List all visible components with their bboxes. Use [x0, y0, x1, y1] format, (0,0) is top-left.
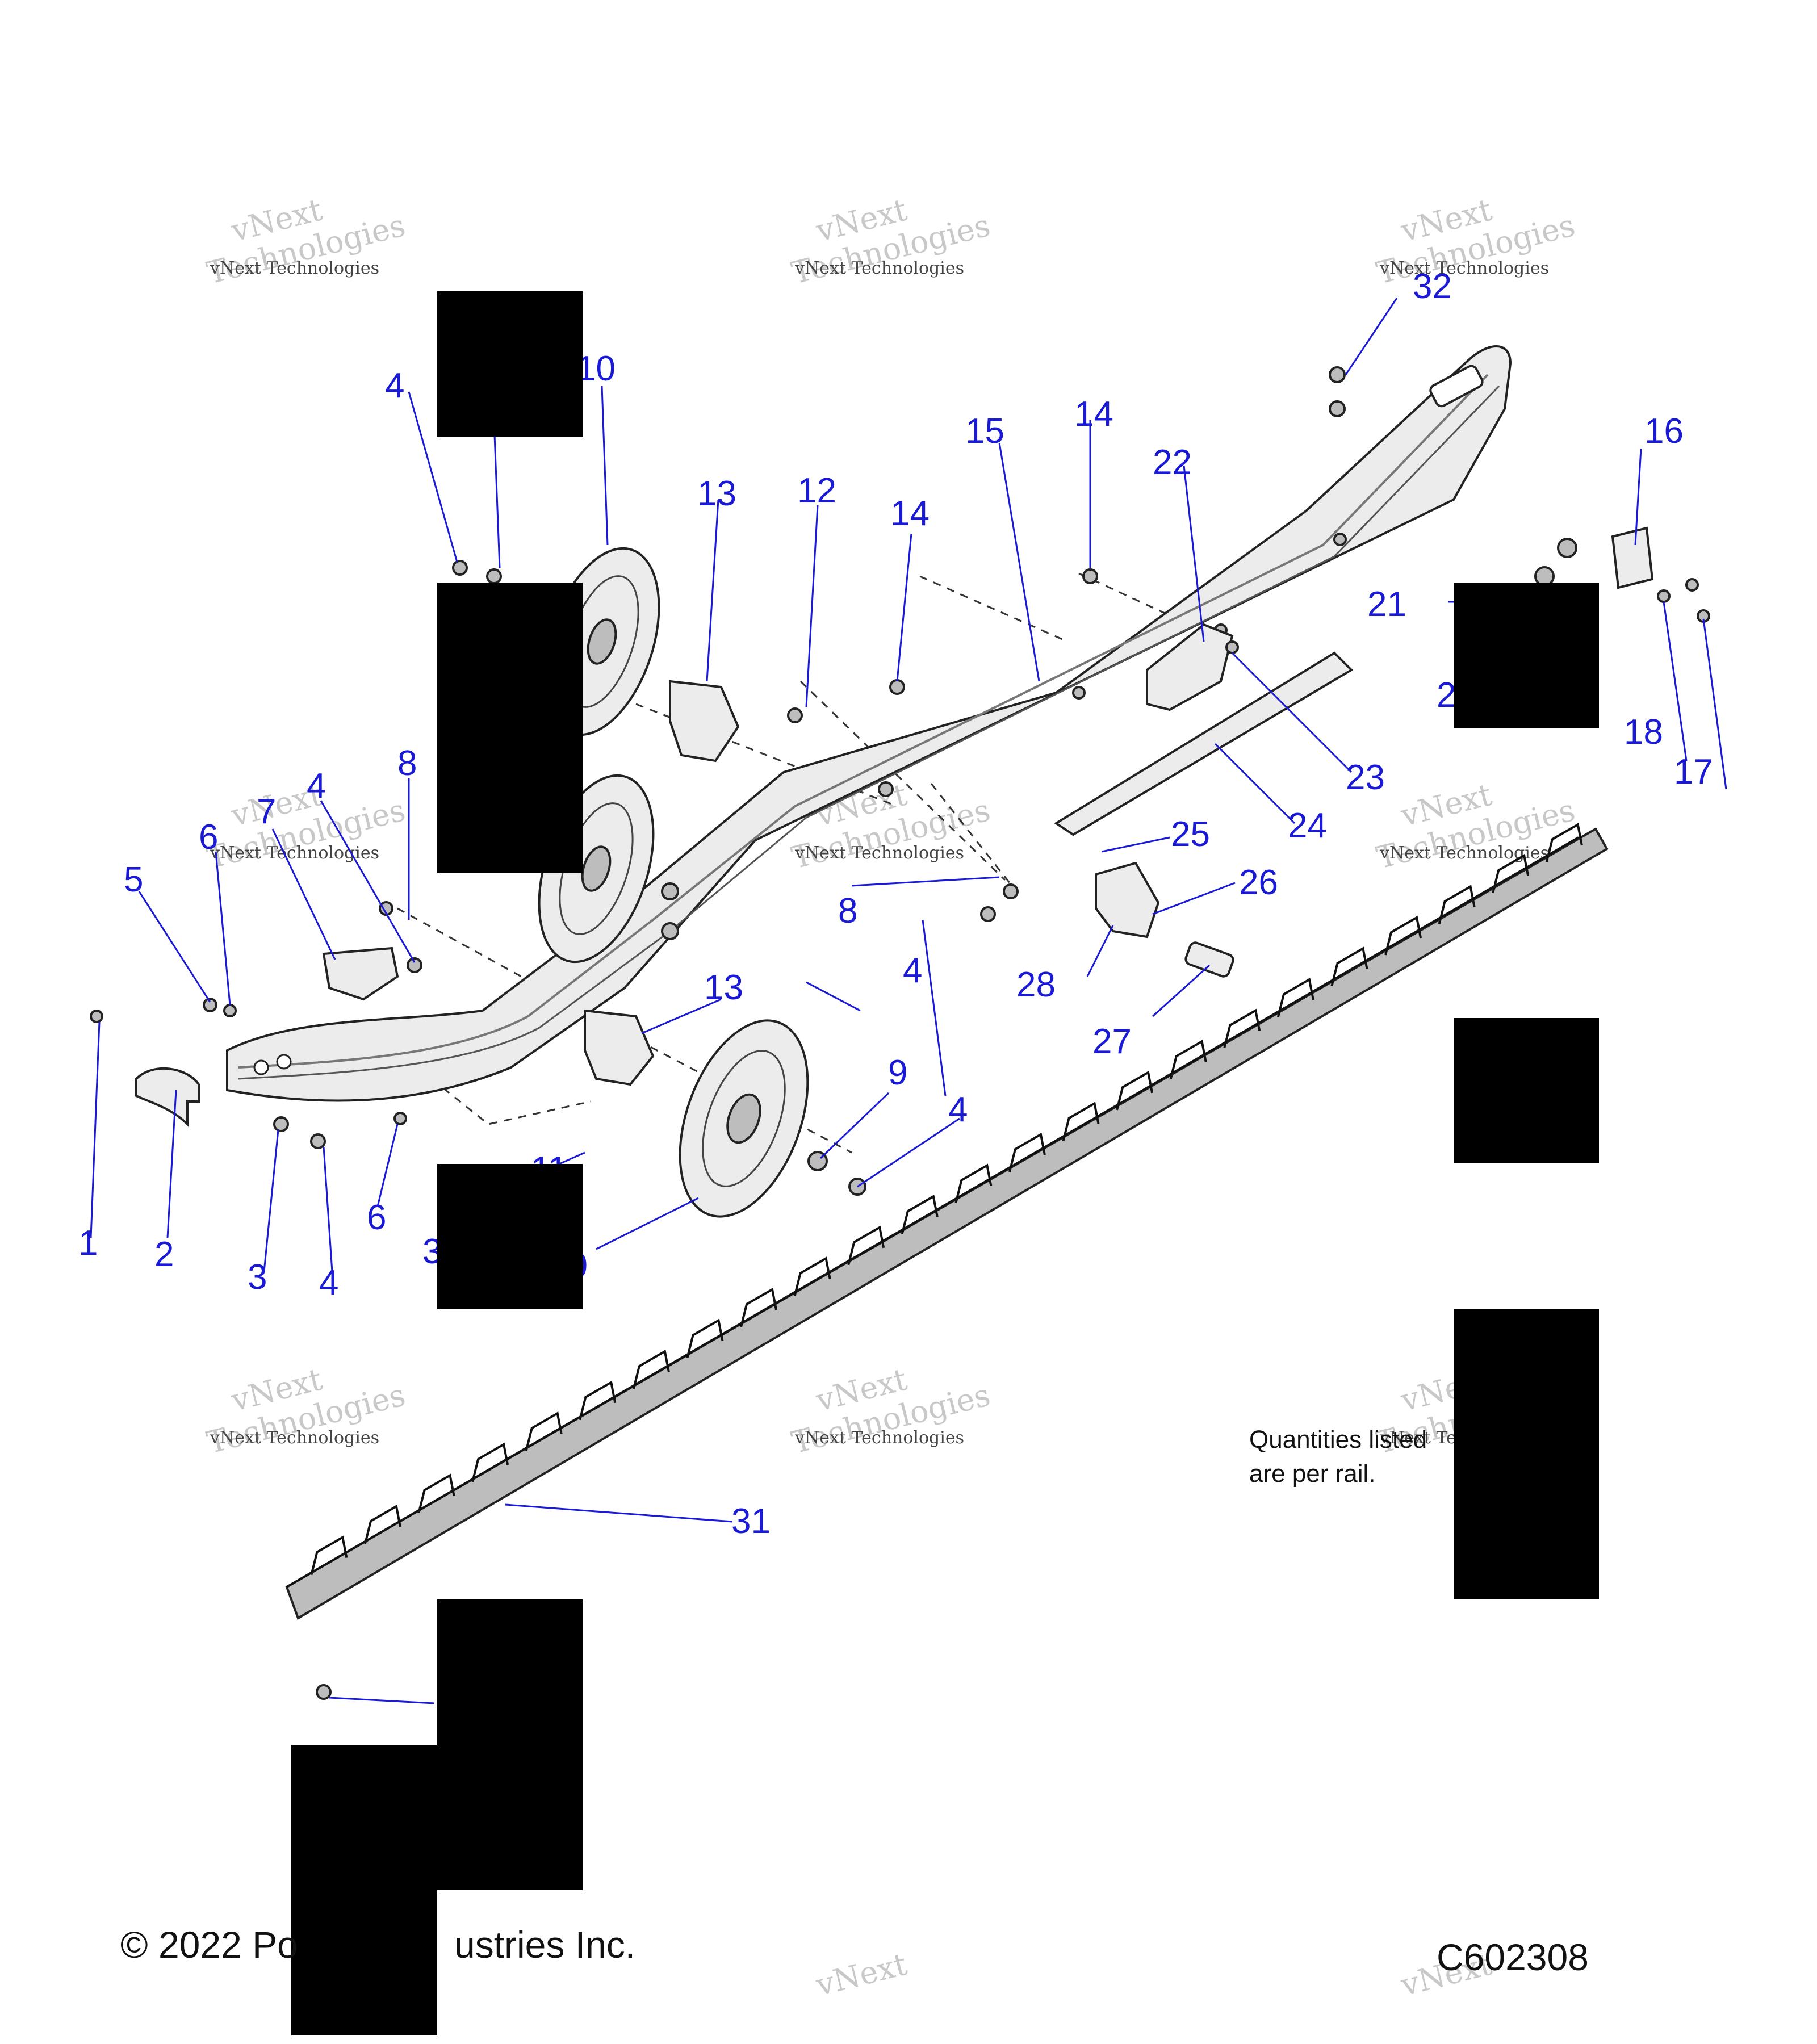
redaction-block: [437, 291, 583, 437]
redaction-block: [437, 1599, 583, 1890]
callout-16: 16: [1644, 412, 1684, 451]
callout-8: 8: [397, 744, 417, 783]
redaction-block: [1454, 1309, 1599, 1599]
callout-22: 22: [1153, 443, 1192, 482]
callout-17: 17: [1674, 752, 1713, 791]
callout-1: 1: [78, 1224, 98, 1263]
watermark: vNext Technologies: [794, 258, 964, 278]
callout-8: 8: [838, 891, 857, 931]
axle-spacer-lower: [584, 1009, 655, 1086]
rail-tip: [135, 1067, 200, 1127]
watermark: vNext Technologies: [210, 1428, 379, 1448]
callout-13: 13: [704, 968, 743, 1007]
watermark: vNext Technologies: [794, 1428, 964, 1448]
callout-5: 5: [124, 860, 143, 899]
watermark: vNext Technologies: [1379, 843, 1549, 863]
callout-31: 31: [731, 1502, 771, 1541]
callout-28: 28: [1016, 965, 1056, 1004]
callout-12: 12: [797, 471, 836, 510]
callout-6: 6: [199, 818, 218, 857]
note-line-1: Quantities listed: [1249, 1426, 1427, 1454]
copyright-text: © 2022 Po: [120, 1924, 298, 1966]
slide: [285, 823, 1609, 1620]
callout-14: 14: [1074, 395, 1113, 434]
callout-21: 21: [1367, 585, 1406, 624]
redaction-blocks: [291, 291, 1599, 2035]
pivot-pin: [1184, 941, 1234, 978]
callout-4: 4: [948, 1090, 968, 1129]
callout-32: 32: [1413, 267, 1452, 306]
callout-25: 25: [1171, 815, 1210, 854]
watermark: vNext Technologies: [210, 258, 379, 278]
callout-6: 6: [367, 1198, 386, 1237]
callout-4: 4: [319, 1263, 338, 1302]
bumper-block: [322, 946, 399, 1001]
redaction-block: [291, 1745, 437, 2035]
callout-23: 23: [1346, 758, 1385, 797]
redaction-block: [1454, 1018, 1599, 1163]
wheel-lower: [679, 1019, 809, 1218]
callout-13: 13: [697, 474, 736, 513]
watermark: vNext Technologies: [1379, 258, 1549, 278]
callout-24: 24: [1288, 806, 1327, 845]
callout-26: 26: [1239, 863, 1278, 902]
drawing-number: C602308: [1437, 1936, 1589, 1978]
callout-18: 18: [1624, 713, 1663, 752]
watermark: vNext: [812, 1946, 911, 2004]
callout-4: 4: [385, 366, 404, 405]
leader-lines: [90, 298, 1727, 1704]
watermark: vNext Technologies: [210, 843, 379, 863]
rail-frame: [226, 345, 1512, 1102]
rail-assembly: [226, 345, 1512, 1102]
redaction-block: [1454, 583, 1599, 728]
footer: © 2022 Po ustries Inc. C602308: [120, 1924, 1589, 1978]
callout-27: 27: [1092, 1022, 1132, 1061]
wear-slider-bracket: [1146, 623, 1234, 711]
callout-14: 14: [890, 494, 930, 533]
limiter-housing: [1095, 861, 1160, 939]
watermark: vNext Technologies: [794, 843, 964, 863]
copyright-text-tail: ustries Inc.: [454, 1924, 635, 1966]
callout-10: 10: [576, 349, 616, 388]
callout-3: 3: [248, 1258, 267, 1297]
callout-4: 4: [307, 767, 326, 806]
callout-7: 7: [257, 792, 276, 831]
callout-2: 2: [154, 1235, 174, 1274]
callout-9: 9: [888, 1053, 907, 1092]
end-bracket: [1611, 526, 1654, 589]
note-line-2: are per rail.: [1249, 1460, 1376, 1488]
redaction-block: [437, 583, 583, 873]
callout-4: 4: [903, 951, 922, 990]
redaction-block: [437, 1164, 583, 1309]
callout-15: 15: [965, 412, 1004, 451]
axle-spacer-upper: [669, 680, 740, 763]
callout-2: 2: [1437, 676, 1456, 715]
quantity-note: Quantities listed are per rail.: [1249, 1426, 1427, 1488]
